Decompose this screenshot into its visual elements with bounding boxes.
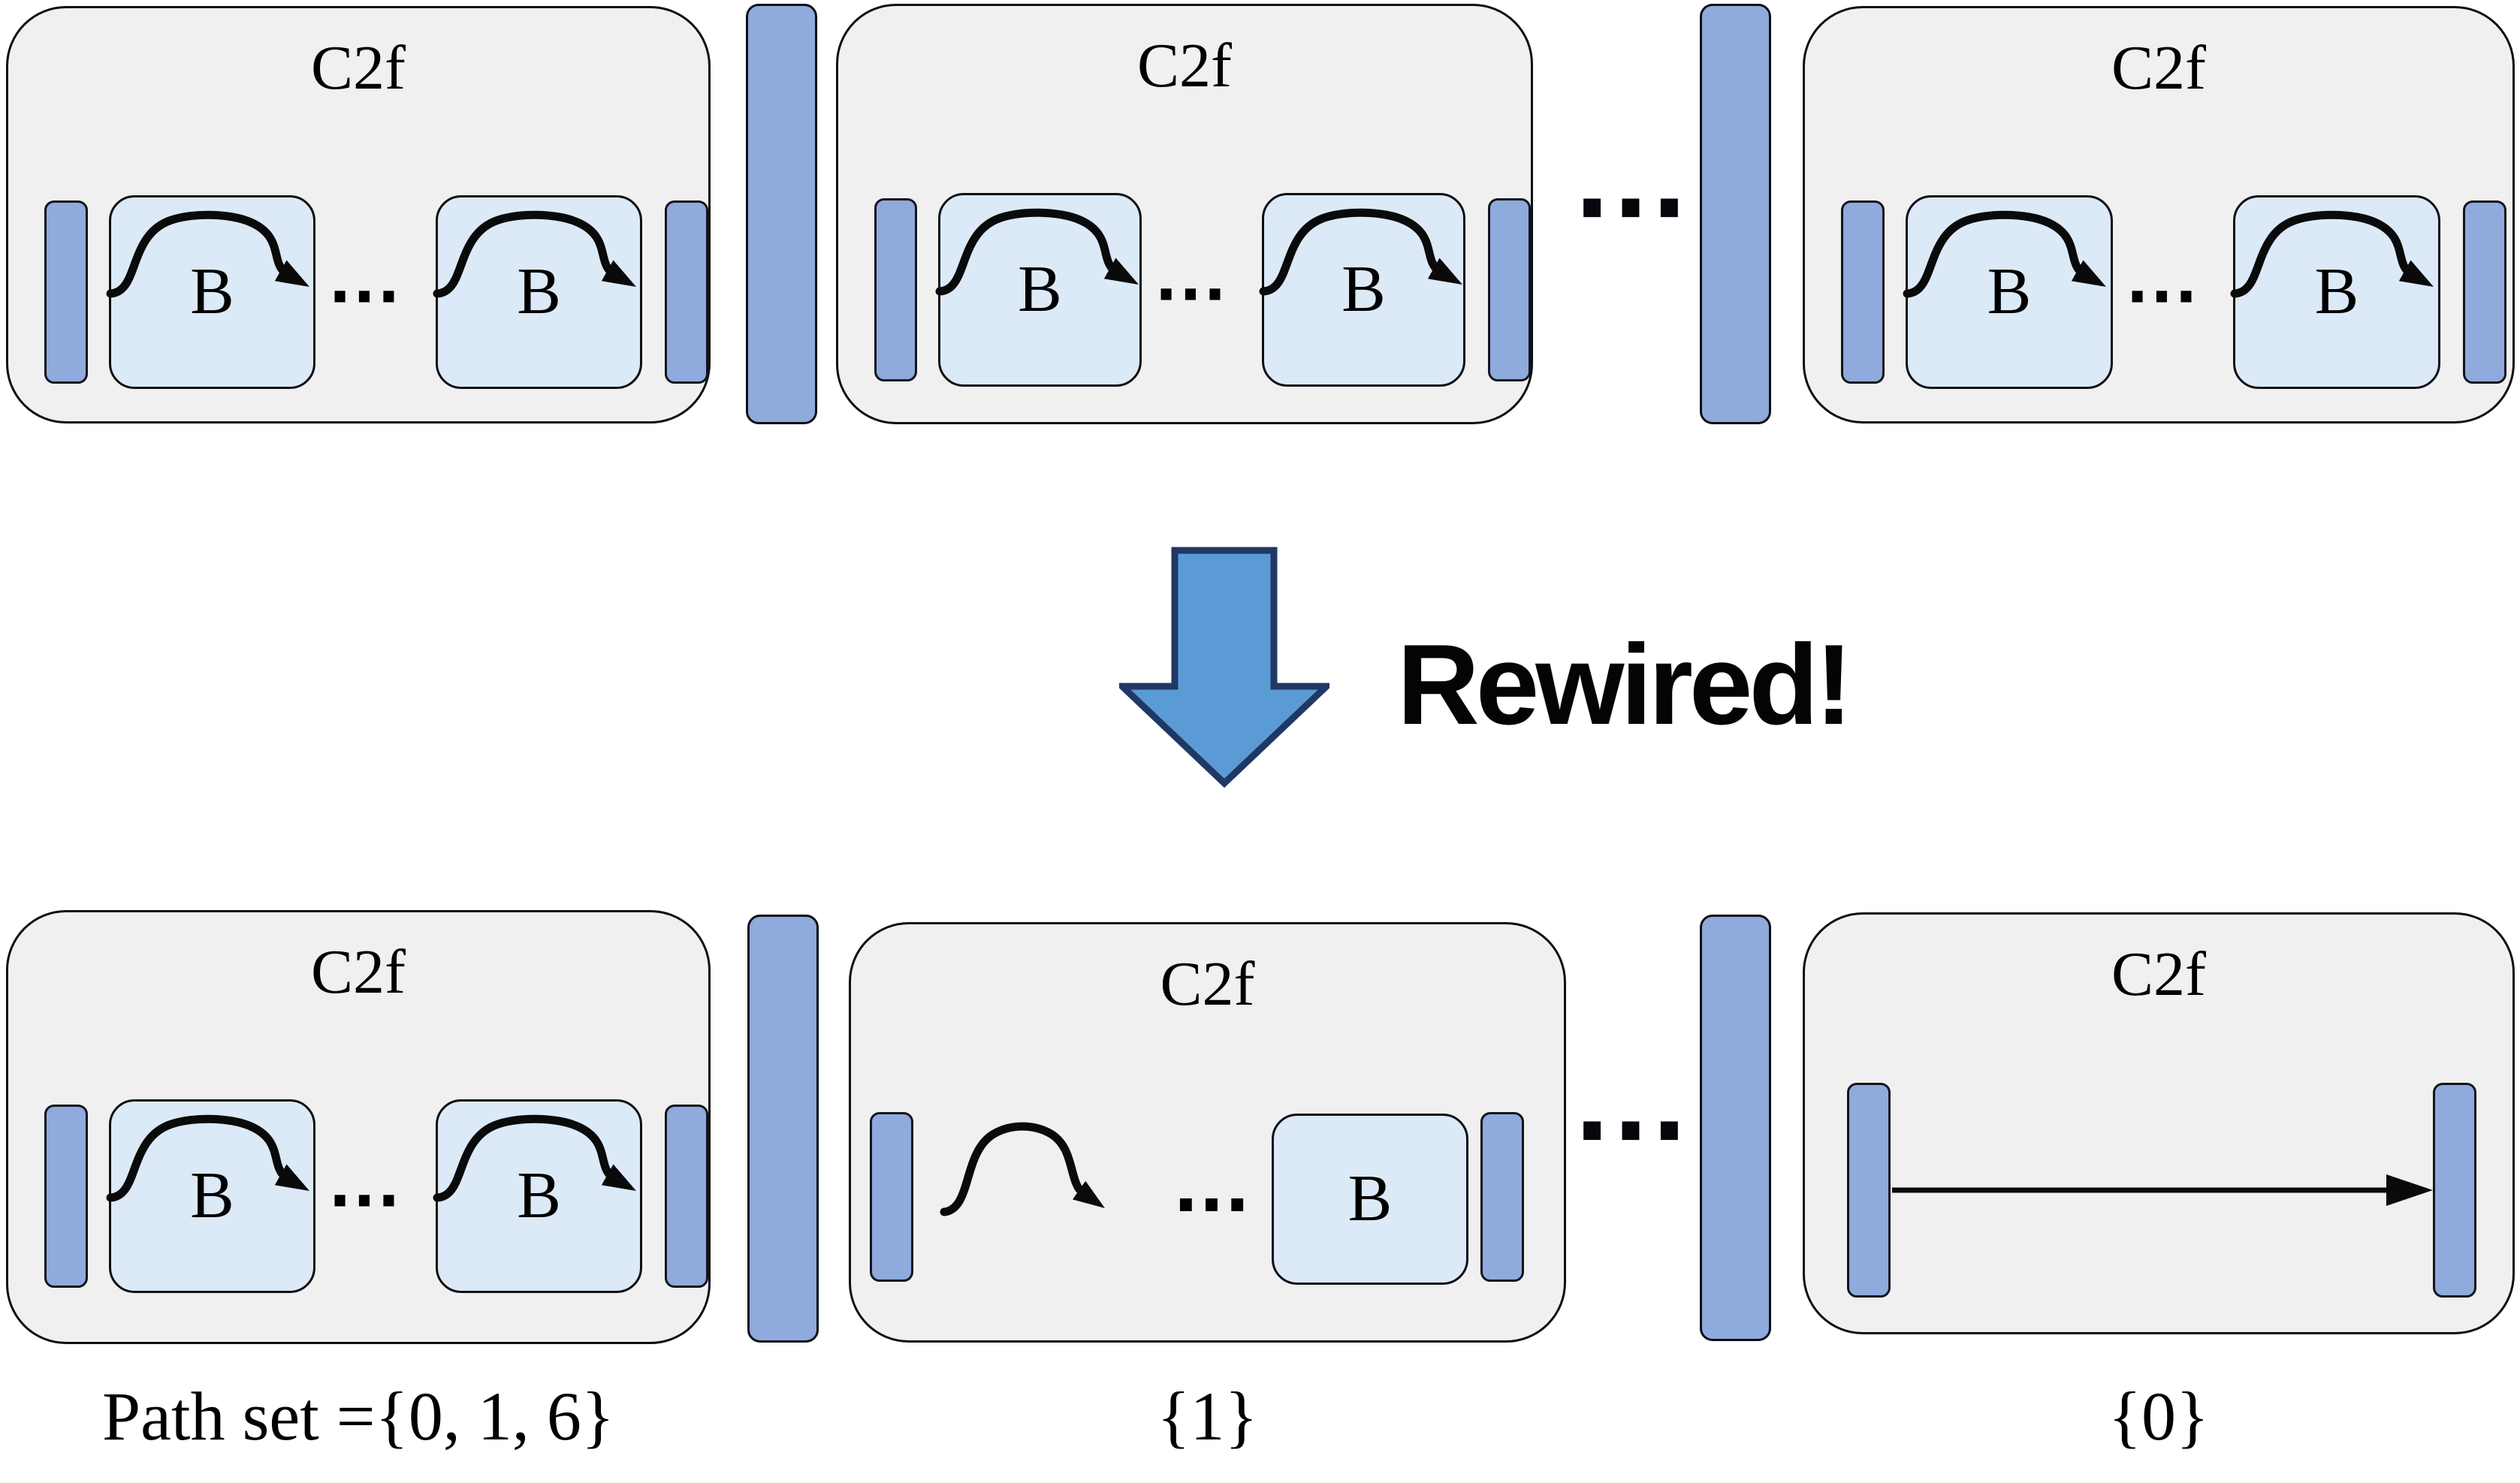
residual-arc-arrow-icon	[433, 1114, 636, 1202]
split-conv-bar	[1847, 1083, 1891, 1298]
c2f-block-bottom-right: C2f	[1803, 912, 2515, 1334]
path-set-label: Path set ={0, 1, 6}	[102, 1378, 614, 1454]
c2f-block-top-right: C2f B ··· B	[1803, 6, 2515, 423]
concat-conv-bar	[1487, 198, 1531, 381]
split-conv-bar	[1841, 200, 1885, 384]
inner-ellipsis: ···	[328, 1166, 402, 1236]
bottleneck-block: B	[935, 193, 1142, 387]
split-conv-bar	[44, 200, 88, 384]
residual-arc-arrow-icon	[106, 1114, 309, 1202]
c2f-inner-band: B ··· B	[1805, 194, 2512, 390]
inner-ellipsis: ···	[2126, 262, 2199, 332]
bottleneck-label: B	[1987, 255, 2032, 328]
concat-conv-bar	[665, 200, 708, 384]
rewired-headline: Rewired!	[1397, 621, 1853, 749]
residual-arc-arrow-icon	[433, 210, 636, 298]
transition-conv-bar	[1700, 915, 1771, 1341]
c2f-title: C2f	[311, 33, 406, 103]
residual-arc-arrow-icon	[106, 210, 309, 298]
transition-conv-bar	[746, 4, 817, 424]
c2f-title: C2f	[2111, 939, 2206, 1009]
bottleneck-block: B	[2230, 195, 2440, 389]
bottleneck-block: B	[106, 195, 315, 389]
bottleneck-label: B	[517, 1159, 561, 1232]
bottleneck-block: B	[106, 1099, 315, 1293]
stage-ellipsis: ···	[1573, 1074, 1690, 1188]
bottleneck-label: B	[2314, 255, 2359, 328]
split-conv-bar	[874, 198, 918, 381]
bottleneck-label: B	[1341, 253, 1386, 326]
concat-conv-bar	[665, 1105, 708, 1288]
stage-ellipsis: ···	[1573, 151, 1690, 265]
inner-ellipsis: ···	[1172, 1166, 1251, 1245]
bottleneck-block: B	[433, 195, 643, 389]
concat-conv-bar	[2463, 200, 2506, 384]
bottleneck-label: B	[1348, 1162, 1393, 1235]
residual-arc-arrow-icon	[1903, 210, 2106, 298]
residual-arc-arrow-icon	[2230, 210, 2434, 298]
split-conv-bar	[44, 1105, 88, 1288]
split-conv-bar	[870, 1112, 913, 1282]
c2f-title: C2f	[1160, 949, 1255, 1019]
bottleneck-block: B	[1903, 195, 2113, 389]
residual-arc-arrow-icon	[935, 208, 1139, 296]
bottleneck-block: B	[433, 1099, 643, 1293]
c2f-title: C2f	[311, 937, 406, 1007]
straight-pass-arrow-icon	[1892, 1174, 2433, 1206]
big-down-arrow-icon	[1119, 547, 1329, 788]
transition-conv-bar	[747, 915, 819, 1343]
concat-conv-bar	[2433, 1083, 2476, 1298]
c2f-inner-band: B ··· B	[8, 194, 708, 390]
c2f-inner-band: B ··· B	[8, 1099, 708, 1294]
c2f-inner-band: B ··· B	[838, 192, 1531, 387]
c2f-block-bottom-middle: C2f ··· B	[849, 922, 1566, 1343]
path-set-label: {0}	[2108, 1378, 2210, 1454]
bottleneck-label: B	[517, 255, 561, 328]
bottleneck-label: B	[190, 255, 234, 328]
path-set-label: {1}	[1157, 1378, 1258, 1454]
c2f-title: C2f	[1137, 31, 1232, 101]
c2f-block-top-middle: C2f B ··· B	[836, 4, 1533, 424]
inner-ellipsis: ···	[1154, 260, 1228, 330]
skip-hop-arrow-icon	[940, 1122, 1105, 1216]
c2f-block-top-left: C2f B ··· B	[6, 6, 711, 423]
transition-conv-bar	[1700, 4, 1771, 424]
concat-conv-bar	[1480, 1112, 1524, 1282]
bottleneck-block: B	[1272, 1114, 1468, 1285]
c2f-block-bottom-left: C2f B ··· B	[6, 910, 711, 1344]
inner-ellipsis: ···	[328, 262, 402, 332]
c2f-title: C2f	[2111, 33, 2206, 103]
bottleneck-block: B	[1259, 193, 1465, 387]
bottleneck-label: B	[190, 1159, 234, 1232]
residual-arc-arrow-icon	[1259, 208, 1462, 296]
bottleneck-label: B	[1018, 253, 1062, 326]
